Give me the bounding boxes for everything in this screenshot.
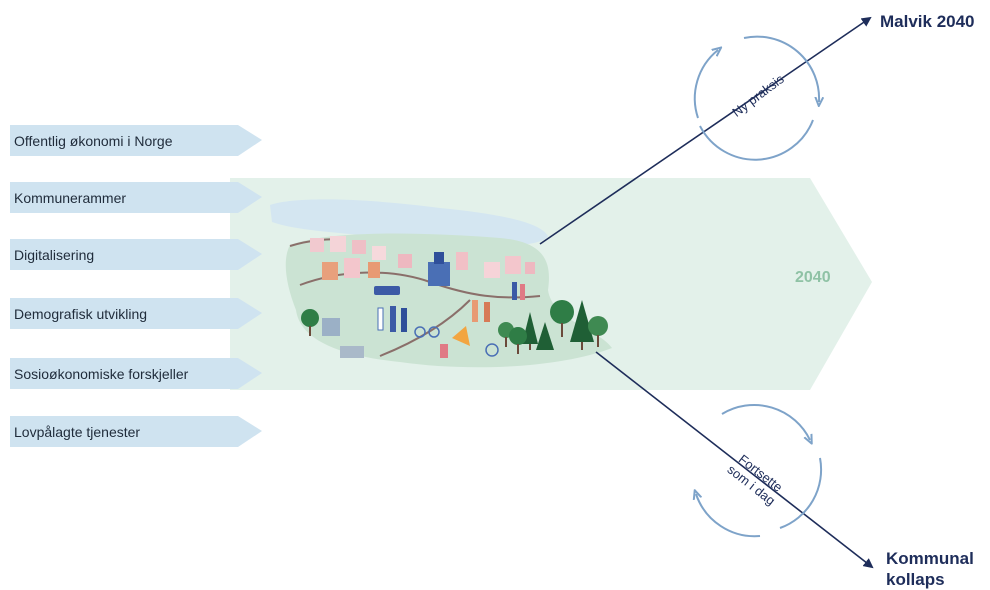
person [472,300,478,322]
person [440,344,448,358]
person [452,326,470,346]
factor-label: Sosioøkonomiske forskjeller [14,366,189,382]
cycle-ring-bottom [696,404,823,538]
cyclist [414,326,426,338]
person [390,306,396,332]
building [322,318,340,336]
building [398,254,412,268]
cyclist [428,326,440,338]
cycle-ring-top [693,35,819,161]
building [330,236,346,252]
outcome-bottom: Kommunal kollaps [886,549,974,589]
building [456,252,468,270]
water-area [270,199,548,246]
community-illustration [270,199,612,368]
person [377,307,384,331]
year-label: 2040 [795,269,831,286]
forest [301,300,608,354]
person [484,302,490,322]
trajectory-arrow-up [539,16,872,245]
building [372,246,386,260]
building [352,240,366,254]
building [344,258,360,278]
factor-arrow [10,239,262,270]
factor-label: Lovpålagte tjenester [14,424,141,440]
trajectory-arrow-down [595,351,874,569]
building [340,346,364,358]
factor-arrow [10,182,262,213]
building [368,262,380,278]
building [428,262,450,286]
building [484,262,500,278]
person [520,284,525,300]
factor-arrow [10,416,262,447]
factor-label: Offentlig økonomi i Norge [14,133,173,149]
factor-arrow [10,125,262,156]
bus [374,286,400,295]
factor-arrows [10,125,262,447]
building [434,252,444,264]
building [525,262,535,274]
wheelchair [485,343,499,357]
road [379,299,471,357]
person [401,308,407,332]
building [310,238,324,252]
factor-arrow [10,358,262,389]
outcome-top: Malvik 2040 [880,12,975,31]
factor-label: Demografisk utvikling [14,306,148,322]
building [505,256,521,274]
person [512,282,517,300]
factor-arrow [10,298,262,329]
building [322,262,338,280]
factor-label: Digitalisering [14,247,95,263]
factor-label: Kommunerammer [14,190,127,206]
